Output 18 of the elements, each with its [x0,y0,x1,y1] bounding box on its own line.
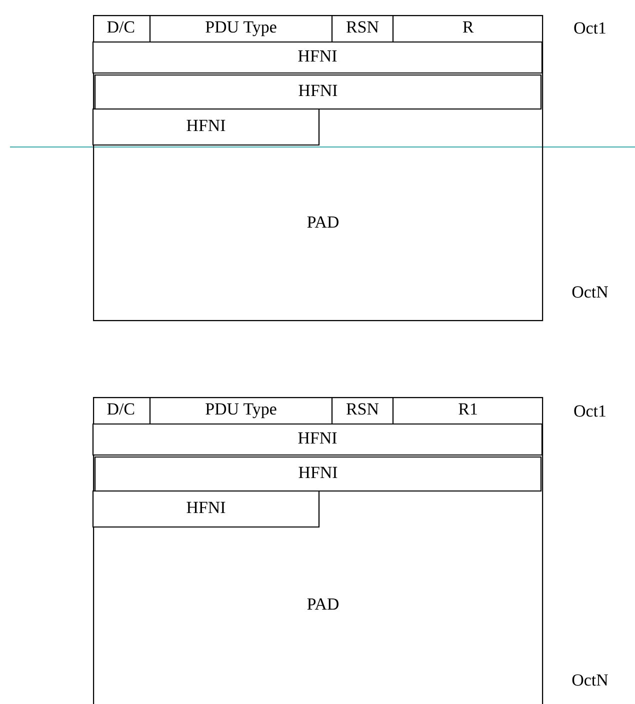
field-cell: HFNI [92,108,320,146]
field-cell: PDU Type [206,403,276,418]
field-cell: R [462,21,474,32]
field-cell: HFNI [94,456,542,492]
octet-label: OctN [572,674,608,686]
field-cell: HFNI [92,490,320,528]
field-cell: RSN [346,21,379,33]
field-cell: D/C [107,21,134,33]
octet-label: Oct1 [574,405,606,417]
field-cell: HFNI [92,423,543,456]
field-cell: PDU Type [206,21,276,36]
octet-label: Oct1 [574,22,606,34]
field-cell: HFNI [92,41,543,74]
field-cell: HFNI [94,74,542,110]
field-cell: RSN [346,403,379,415]
field-cell: D/C [107,403,134,415]
octet-label: OctN [572,286,608,298]
field-cell: R1 [458,403,477,414]
